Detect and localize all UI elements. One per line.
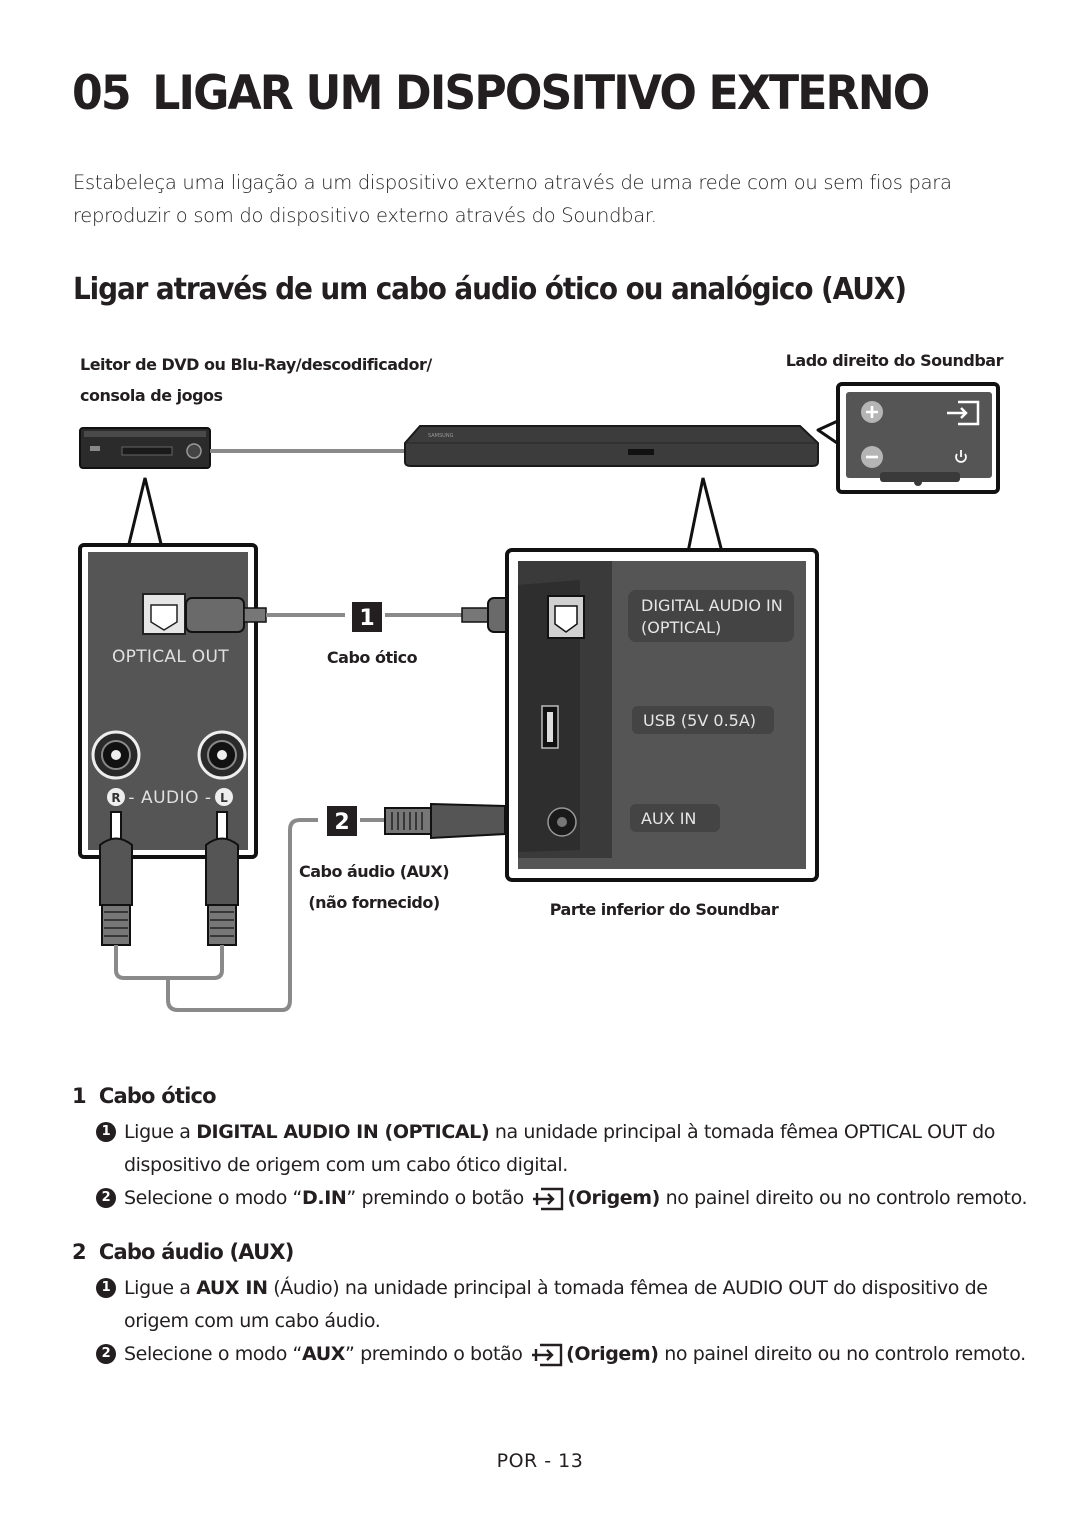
section-1-number: 1 <box>72 1084 87 1108</box>
connection-diagram: Leitor de DVD ou Blu-Ray/descodificador/… <box>78 351 1004 1012</box>
dvd-player-icon <box>79 427 211 469</box>
section-1-step-1: 1 Ligue a DIGITAL AUDIO IN (OPTICAL) na … <box>96 1116 1026 1182</box>
source-button-label: (Origem) <box>567 1187 660 1209</box>
mode-name: D.IN <box>302 1187 347 1209</box>
section-1-heading: Cabo ótico <box>98 1084 217 1108</box>
page-title: 05 LIGAR UM DISPOSITIVO EXTERNO <box>72 66 930 121</box>
step-text: ” premindo o botão <box>345 1343 529 1365</box>
step-marker: 2 <box>96 1344 116 1364</box>
source-icon <box>533 1187 564 1210</box>
optical-out-label: OPTICAL OUT <box>112 647 229 667</box>
optical-port-icon <box>142 593 186 635</box>
cable2-label-2: (não fornecido) <box>308 893 439 912</box>
step-text: Selecione o modo “ <box>124 1343 303 1365</box>
bottom-panel-label: Parte inferior do Soundbar <box>550 900 779 919</box>
source-device-label-2: consola de jogos <box>80 386 223 405</box>
source-device-label-1: Leitor de DVD ou Blu-Ray/descodificador/ <box>80 355 432 374</box>
source-back-panel: OPTICAL OUT R - AUDIO - L <box>78 543 258 859</box>
section-2-step-2: 2 Selecione o modo “AUX” premindo o botã… <box>96 1338 1026 1371</box>
cable2-label-1: Cabo áudio (AUX) <box>299 862 449 881</box>
digital-audio-label-2: (OPTICAL) <box>641 618 721 637</box>
aux-jack-icon <box>547 807 577 837</box>
source-icon <box>947 400 980 426</box>
step-text: no painel direito ou no controlo remoto. <box>659 1187 1028 1209</box>
step-marker: 1 <box>96 1122 116 1142</box>
source-button-label: (Origem) <box>566 1343 659 1365</box>
cable2-number-badge <box>327 806 357 836</box>
section-1-title: 1 Cabo ótico <box>72 1084 217 1108</box>
right-side-panel <box>836 382 1000 494</box>
usb-port-icon <box>541 705 559 749</box>
step-text: (Áudio) na unidade principal à tomada fê… <box>124 1277 988 1332</box>
step-text: Selecione o modo “ <box>124 1187 303 1209</box>
plus-icon <box>861 401 883 423</box>
page-footer: POR - 13 <box>496 1450 584 1472</box>
rca-jack-icon <box>91 730 247 780</box>
power-icon <box>955 450 967 463</box>
step-marker: 1 <box>96 1278 116 1298</box>
cable2-number: 2 <box>334 810 349 835</box>
cable1-number: 1 <box>359 606 374 631</box>
section-2-step-1: 1 Ligue a AUX IN (Áudio) na unidade prin… <box>96 1272 1026 1338</box>
svg-text:SAMSUNG: SAMSUNG <box>428 433 454 439</box>
intro-paragraph: Estabeleça uma ligação a um dispositivo … <box>73 171 952 227</box>
mode-name: AUX <box>302 1343 346 1365</box>
step-bold: AUX IN <box>196 1277 268 1299</box>
section-2-title: 2 Cabo áudio (AUX) <box>72 1240 294 1264</box>
audio-r-marker: R <box>111 791 120 805</box>
step-text: no painel direito ou no controlo remoto. <box>658 1343 1026 1365</box>
audio-l-marker: L <box>220 791 228 805</box>
cable1-number-badge <box>352 602 382 632</box>
section-1-step-2: 2 Selecione o modo “D.IN” premindo o bot… <box>96 1182 1028 1215</box>
right-side-label: Lado direito do Soundbar <box>786 351 1004 370</box>
step-text: Ligue a <box>124 1277 197 1299</box>
minus-icon <box>861 446 883 468</box>
source-icon <box>532 1343 563 1366</box>
section-2-number: 2 <box>72 1240 87 1264</box>
step-text: Ligue a <box>124 1121 197 1143</box>
aux-in-label: AUX IN <box>641 809 696 828</box>
step-bold: DIGITAL AUDIO IN (OPTICAL) <box>196 1121 490 1143</box>
audio-label: - AUDIO - <box>128 788 211 808</box>
rca-plugs <box>99 811 318 1012</box>
usb-label: USB (5V 0.5A) <box>643 711 756 730</box>
optical-port-icon <box>547 595 585 639</box>
chapter-title: LIGAR UM DISPOSITIVO EXTERNO <box>152 66 930 121</box>
soundbar-bottom-panel: DIGITAL AUDIO IN (OPTICAL) USB (5V 0.5A)… <box>505 548 819 882</box>
digital-audio-label-1: DIGITAL AUDIO IN <box>641 596 783 615</box>
cable1-label: Cabo ótico <box>327 648 418 667</box>
step-marker: 2 <box>96 1188 116 1208</box>
step-text: ” premindo o botão <box>346 1187 530 1209</box>
step-text: na unidade principal à tomada fêmea OPTI… <box>124 1121 995 1176</box>
soundbar-icon: SAMSUNG <box>404 425 819 467</box>
section-heading: Ligar através de um cabo áudio ótico ou … <box>73 272 907 307</box>
section-2-heading: Cabo áudio (AUX) <box>98 1240 295 1264</box>
chapter-number: 05 <box>72 66 132 121</box>
